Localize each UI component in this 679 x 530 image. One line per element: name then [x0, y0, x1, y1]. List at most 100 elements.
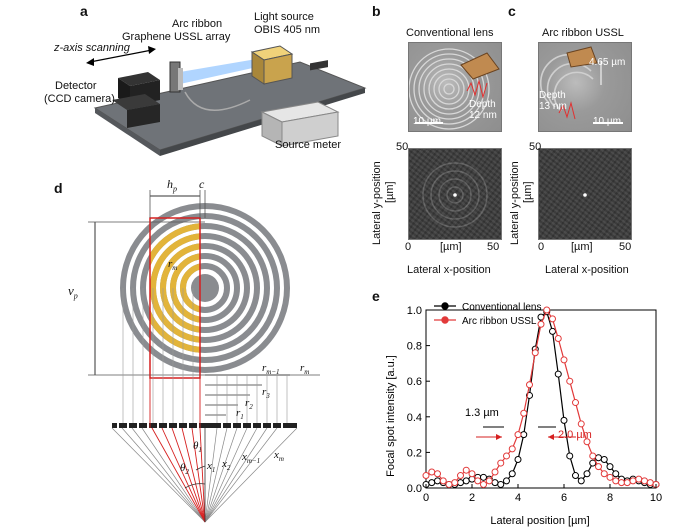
annotation-red-arrow-right [548, 434, 554, 440]
data-point [514, 456, 522, 464]
data-point [497, 459, 505, 467]
legend-item: Conventional lens [434, 302, 542, 313]
panel-letter-d: d [54, 180, 63, 196]
data-point [572, 472, 579, 480]
data-point [566, 377, 574, 385]
tick-50-x-b: 50 [487, 241, 500, 253]
label-r3: r3 [262, 386, 270, 401]
data-point [503, 452, 510, 460]
label-x1: x1 [207, 460, 216, 475]
scale-label-b: 10 µm [413, 116, 441, 127]
data-point [514, 431, 522, 439]
laser-beam [180, 58, 262, 84]
light-source-side [251, 51, 265, 85]
optical-table-side [95, 108, 160, 156]
data-point [572, 399, 579, 407]
depth-profile [466, 79, 488, 99]
depth-label-b: Depth [469, 99, 496, 110]
data-point [428, 468, 436, 476]
data-point [560, 356, 568, 364]
data-point [566, 452, 574, 460]
label-theta1: θ1 [193, 440, 202, 455]
data-point [428, 479, 436, 487]
data-point [549, 315, 556, 323]
x-tick-label: 10 [650, 492, 662, 504]
source-meter-display [310, 60, 328, 71]
depth-profile-c [558, 101, 576, 120]
focal-spot-arc [583, 193, 587, 197]
label-c: c [199, 177, 205, 191]
legend-marker [441, 302, 449, 310]
sem-image-conventional: Depth 12 nm 10 µm [408, 42, 502, 132]
focal-image-arc [538, 148, 632, 240]
label-xm1: xm−1 [242, 451, 261, 466]
data-point [508, 470, 516, 478]
stage-top [112, 94, 160, 110]
chart-series [422, 306, 660, 488]
annotation-red: 2.0 µm [558, 429, 592, 441]
legend-label: Conventional lens [462, 302, 542, 313]
chart-ylabel: Focal spot intensity [a.u.] [385, 355, 397, 477]
depth-value-c: 13 nm [539, 101, 567, 112]
label-rm1: rm−1 [262, 362, 280, 377]
theta2-arc [184, 483, 206, 489]
data-point [451, 479, 459, 487]
data-point [503, 477, 510, 485]
concentric-rings [409, 48, 490, 130]
x-unit-b: [µm] [440, 241, 462, 253]
series-line [425, 310, 656, 486]
x-unit-c: [µm] [571, 241, 593, 253]
y-tick-label: 0.4 [407, 412, 422, 424]
label-detector: Detector [55, 80, 97, 92]
x-tick-label: 8 [607, 492, 613, 504]
panel-letter-c: c [508, 3, 516, 19]
panel-letter-e: e [372, 288, 380, 304]
y-axis-label-c: Lateral y-position [509, 161, 521, 245]
data-point [554, 370, 562, 378]
tick-0-b: 0 [405, 241, 412, 253]
data-point [549, 327, 556, 335]
x-tick-label: 4 [515, 492, 521, 504]
label-obis: OBIS 405 nm [254, 24, 321, 36]
data-point [641, 477, 648, 485]
label-vp: vp [68, 283, 78, 301]
x-axis-label-b: Lateral x-position [407, 264, 491, 276]
label-z-scan: z-axis scanning [54, 42, 130, 54]
data-point [468, 470, 476, 478]
data-point [485, 477, 493, 485]
lens-diagram [88, 190, 320, 523]
data-point [583, 438, 591, 446]
theta1-arc [195, 465, 206, 471]
data-point [491, 468, 499, 476]
z-axis-arrow-head-right [148, 46, 156, 54]
legend-marker [441, 316, 449, 324]
data-point [497, 480, 505, 488]
z-axis-arrow-line [89, 49, 153, 63]
tick-50-y-b: 50 [396, 141, 409, 153]
data-point [439, 477, 447, 485]
series-arc-ribbon [422, 306, 660, 488]
data-point [589, 452, 597, 460]
data-point [508, 445, 516, 453]
label-ccd: (CCD camera) [44, 93, 115, 105]
data-point [491, 479, 499, 487]
data-point [474, 477, 482, 485]
detector-top [118, 72, 160, 86]
y-tick-label: 0.8 [407, 341, 422, 353]
width-value-c: 4.65 µm [589, 57, 626, 68]
legend-label: Arc ribbon USSL [462, 316, 537, 327]
drop-lines [122, 288, 288, 425]
label-graphene-array: Graphene USSL array [122, 31, 231, 43]
data-point [595, 463, 602, 471]
label-r1: r1 [236, 407, 244, 422]
gray-rays [111, 427, 298, 523]
data-point [480, 480, 487, 488]
data-point [462, 477, 470, 485]
setup-illustration [86, 45, 367, 156]
annotation-black: 1.3 µm [465, 407, 499, 419]
data-point [543, 306, 551, 314]
data-point [434, 477, 441, 485]
label-x2: x2 [222, 458, 231, 473]
